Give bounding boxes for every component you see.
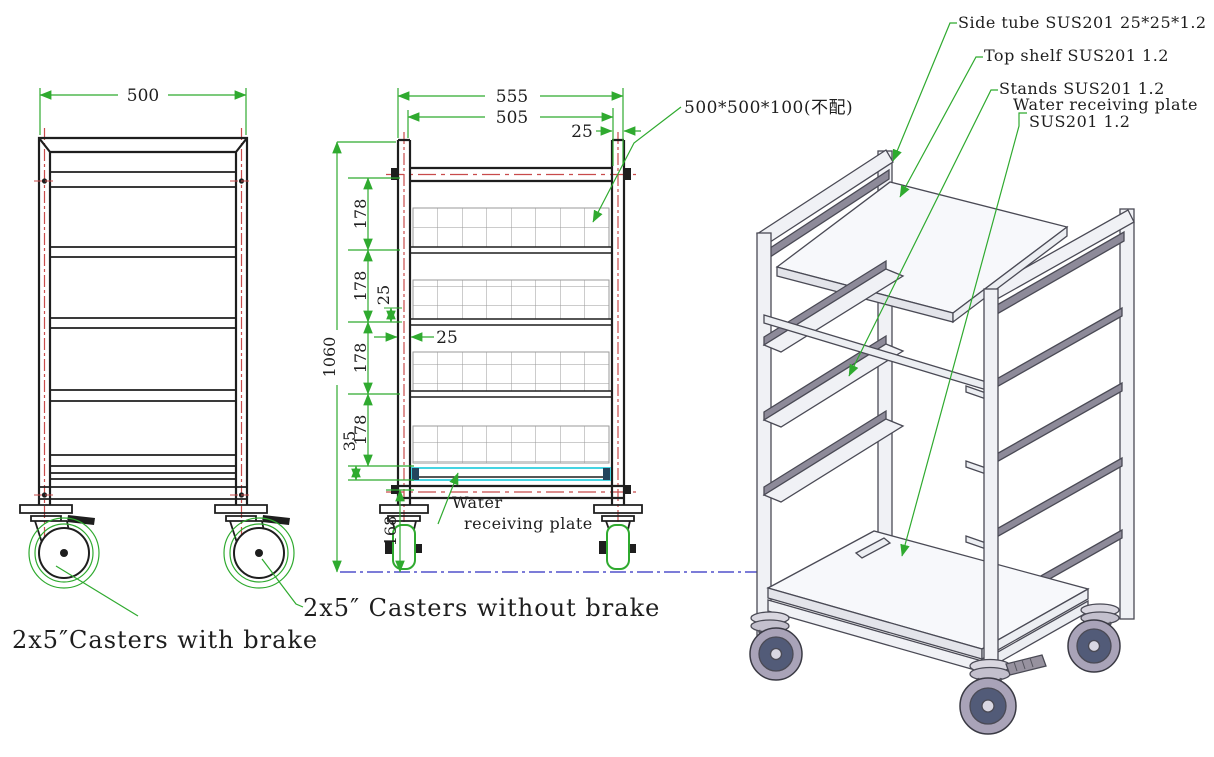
side-view-dim-555: 555: [397, 87, 624, 138]
dim-post-side: 25: [436, 328, 458, 348]
front-view: 500 2x5″Casters with brake: [12, 86, 318, 654]
side-view-bottom-rail: [398, 484, 624, 500]
front-view-screw-dots: [34, 178, 252, 498]
front-view-caster-right: [214, 504, 295, 589]
side-view-baskets: [412, 207, 610, 464]
iso-bottom-plate: [766, 530, 1090, 674]
side-view-dim-25-side: 25: [374, 328, 458, 348]
side-view: 555 505 25 1060 178 178: [261, 87, 853, 622]
dim-shelf-pitch-1: 178: [351, 199, 370, 230]
iso-caster-right: [1067, 603, 1121, 673]
leader-with-brake: [55, 565, 139, 617]
iso-caster-left: [749, 611, 803, 681]
side-view-dim-25-lip: 25: [374, 285, 402, 323]
iso-post-back-right: [1119, 208, 1135, 620]
water-plate-label-line2: receiving plate: [464, 514, 593, 533]
water-receiving-plate: [411, 467, 611, 481]
brake-pedal: [67, 515, 95, 525]
callout-side-tube: Side tube SUS201 25*25*1.2: [958, 13, 1207, 32]
dim-overall-width: 555: [496, 87, 528, 107]
side-view-dim-35: 35: [340, 431, 414, 481]
iso-brake-pedal: [1005, 654, 1047, 676]
basket-note: 500*500*100(不配): [592, 98, 853, 223]
dim-post-top: 25: [571, 122, 593, 142]
callout-stands: Stands SUS201 1.2: [999, 79, 1165, 98]
front-view-frame: [37, 136, 249, 505]
dim-front-width: 500: [127, 86, 159, 106]
side-view-centerlines: [403, 132, 619, 560]
basket-note-label: 500*500*100(不配): [684, 98, 853, 118]
dim-inner-width: 505: [496, 108, 528, 128]
dim-plate: 35: [340, 431, 359, 451]
front-view-caster-left: [19, 504, 100, 589]
iso-front-cross-bar: [763, 314, 991, 392]
dim-shelf-pitch-3: 178: [351, 343, 370, 374]
side-view-dim-25-top: 25: [571, 122, 641, 142]
water-plate-label-line1: Water: [452, 493, 503, 512]
iso-view: [749, 149, 1135, 735]
iso-post-front-right: [983, 288, 999, 698]
water-plate-label: Water receiving plate: [437, 472, 593, 533]
front-view-shelf-rails: [39, 171, 247, 500]
leader-without-brake: [261, 558, 304, 608]
dim-lip: 25: [374, 285, 393, 305]
brake-pedal: [262, 515, 290, 525]
side-view-centerlines-h: [386, 173, 636, 493]
side-view-caster-right: [593, 504, 643, 570]
callout-water-plate-line2: SUS201 1.2: [1029, 112, 1130, 131]
iso-callouts: Side tube SUS201 25*25*1.2 Top shelf SUS…: [958, 13, 1207, 131]
dim-height: 1060: [320, 337, 339, 378]
caption-casters-with-brake: 2x5″Casters with brake: [12, 626, 318, 654]
dim-shelf-pitch-4: 178: [351, 415, 370, 446]
front-view-dim-500: 500: [39, 86, 247, 135]
iso-callout-leaders: [848, 22, 1027, 557]
dim-clearance: 168: [381, 516, 400, 547]
dim-shelf-pitch-2: 178: [351, 271, 370, 302]
front-view-centerlines: [43, 128, 243, 558]
callout-water-plate-line1: Water receiving plate: [1013, 95, 1198, 114]
side-view-dim-505: 505: [407, 108, 624, 166]
iso-caster-front: [959, 654, 1047, 735]
side-view-dim-1060: 1060: [320, 141, 396, 573]
side-view-shelf-rails: [410, 246, 612, 398]
side-view-top-rail: [410, 166, 612, 183]
side-view-dim-178-stack: 178 178 178 178: [348, 177, 414, 467]
callout-top-shelf: Top shelf SUS201 1.2: [984, 46, 1169, 65]
caption-casters-without-brake: 2x5″ Casters without brake: [303, 594, 660, 622]
side-view-dim-168: 168: [381, 489, 414, 573]
